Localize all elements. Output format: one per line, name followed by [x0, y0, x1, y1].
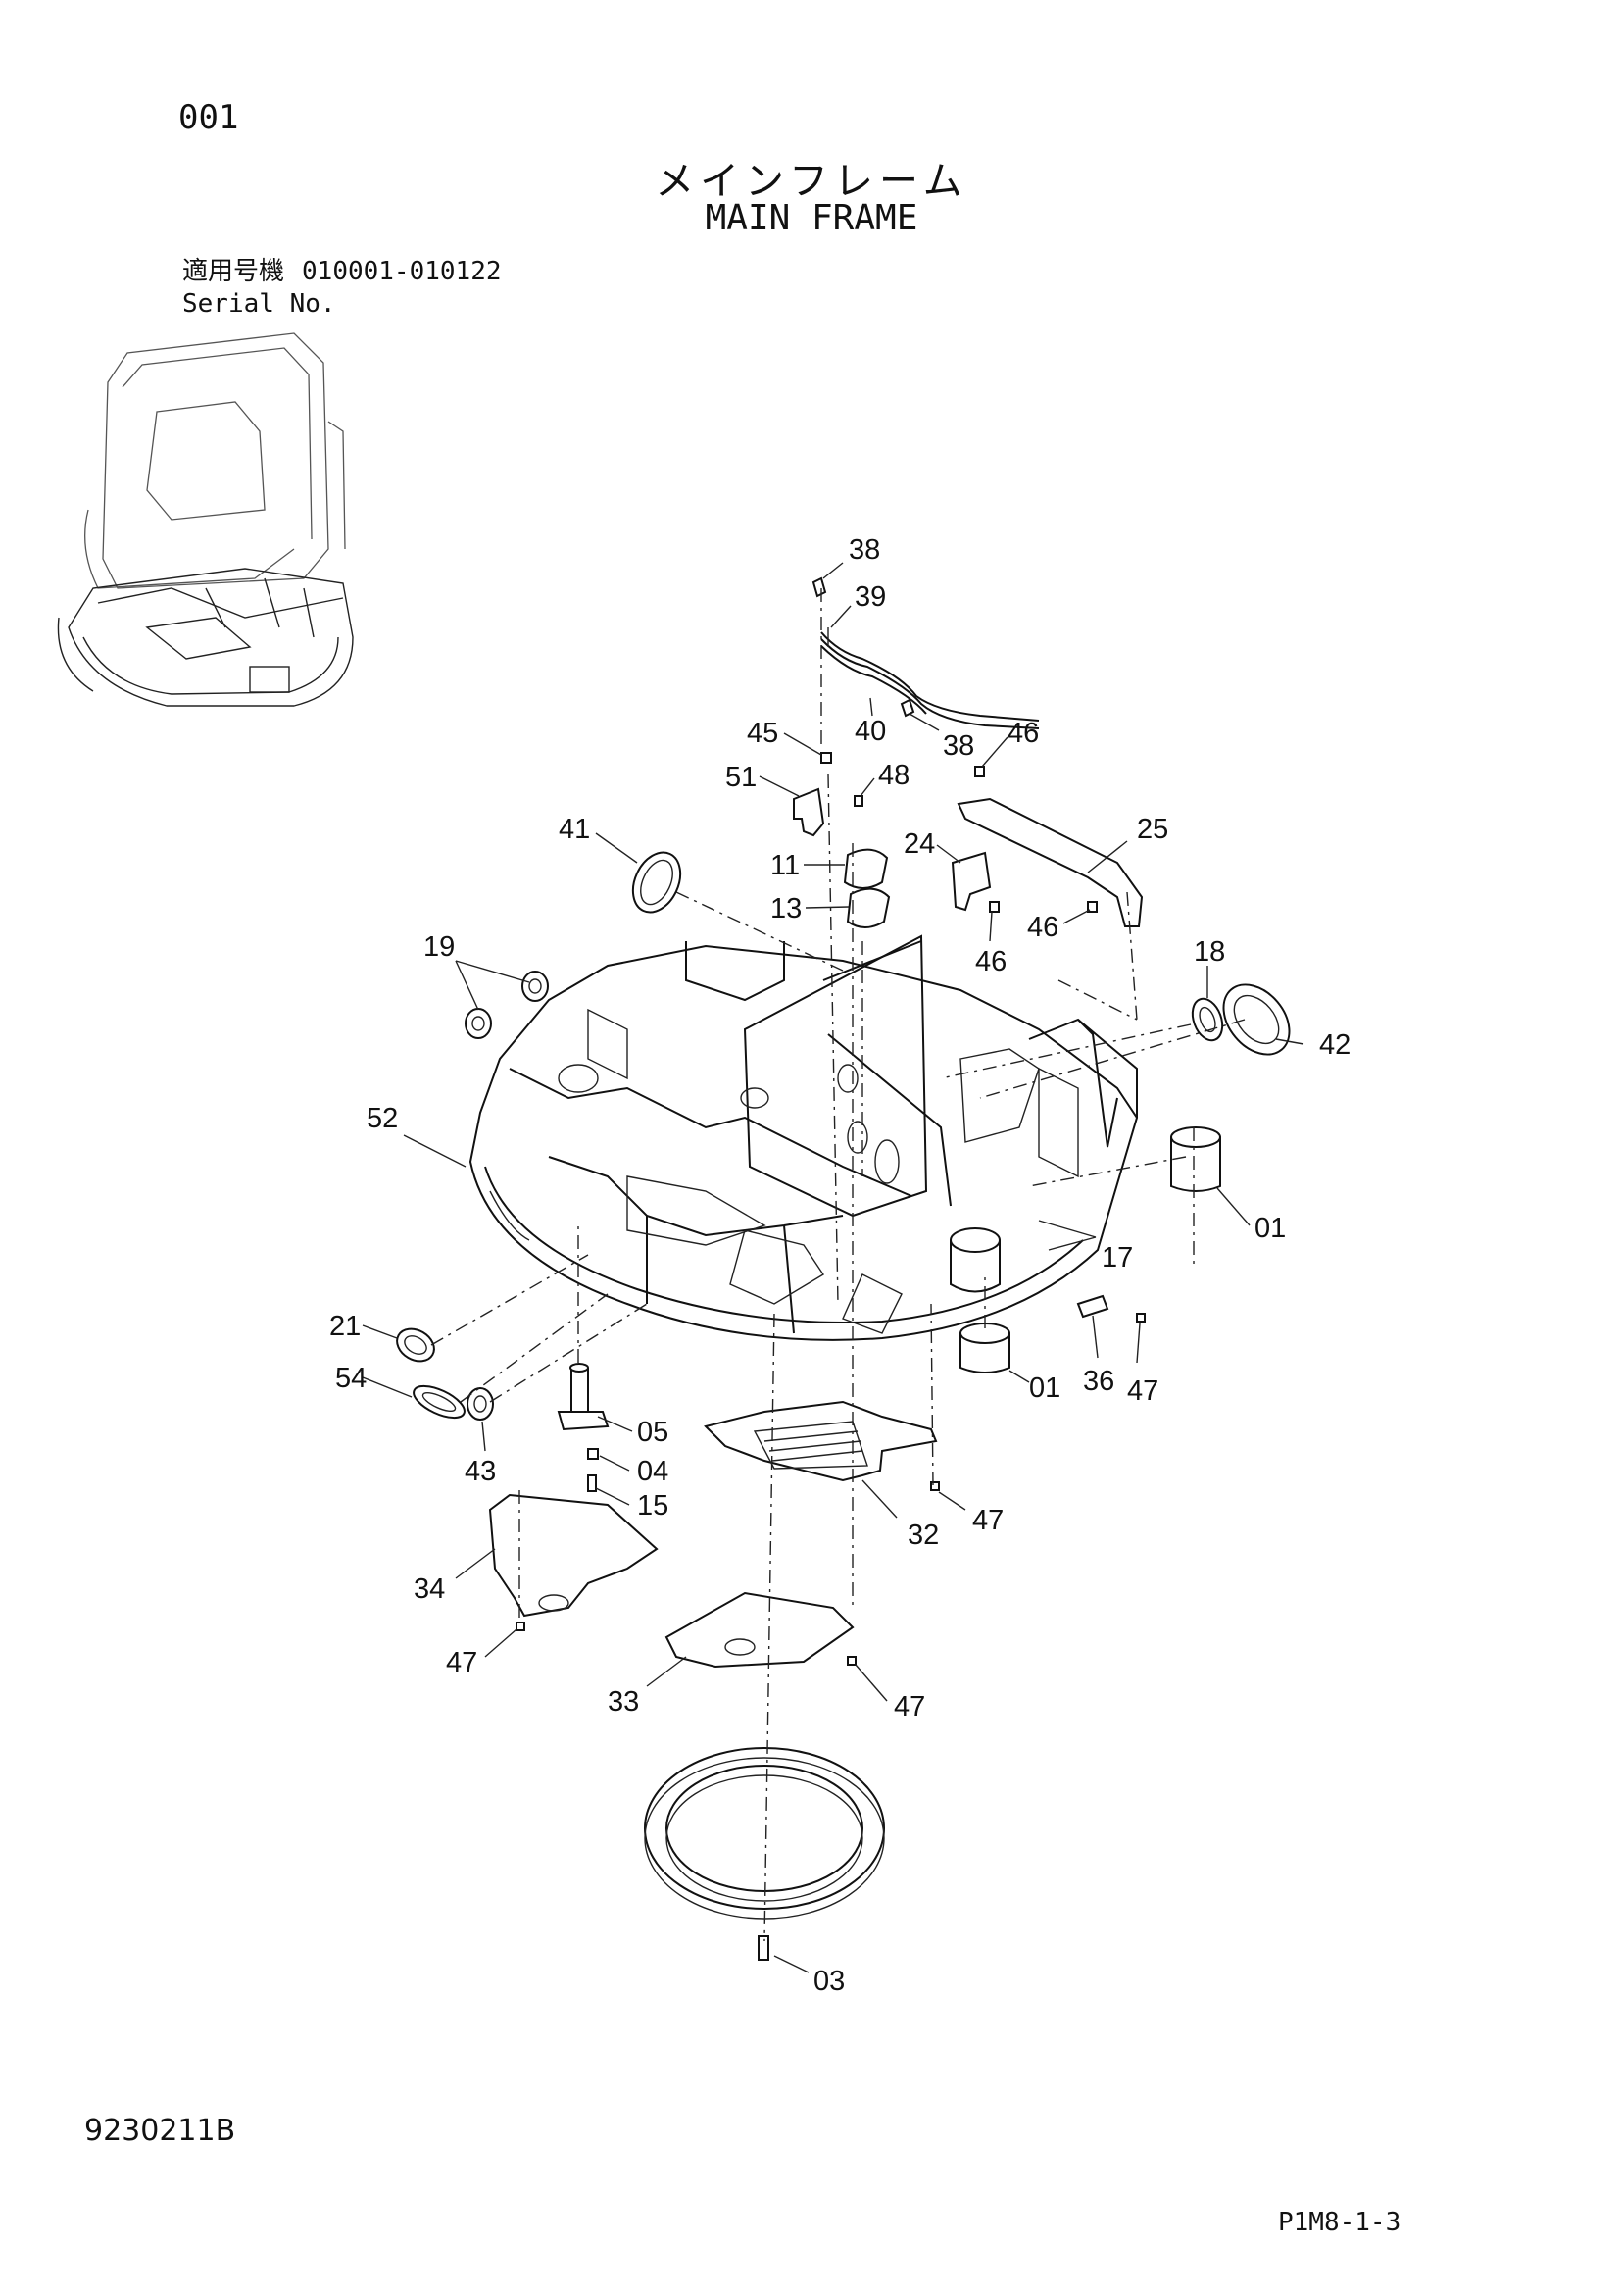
callout-40: 40 [855, 716, 886, 747]
part-bolt-47c [516, 1622, 525, 1631]
serial-info: 適用号機 010001-010122 Serial No. [182, 251, 502, 319]
part-grommet-43 [467, 1387, 494, 1421]
callout-01-a: 01 [1254, 1213, 1286, 1244]
part-undercover-32 [704, 1400, 938, 1482]
callout-46-c: 46 [975, 946, 1007, 977]
part-bushing-01a [1170, 1126, 1221, 1192]
part-nut-04 [587, 1448, 599, 1460]
callout-18: 18 [1194, 936, 1225, 968]
assembly-guide-lines [430, 588, 1246, 1942]
title-japanese: メインフレーム [655, 159, 968, 204]
part-bolt-46c [1087, 901, 1098, 913]
callout-47-a: 47 [1127, 1375, 1158, 1407]
callout-39: 39 [855, 581, 886, 613]
part-grommet-54 [413, 1384, 466, 1420]
part-swing-bearing [644, 1747, 885, 1920]
callout-47-c: 47 [446, 1647, 477, 1678]
callout-05: 05 [637, 1417, 668, 1448]
callout-47-b: 47 [972, 1505, 1004, 1536]
part-grommet-41 [631, 851, 682, 914]
callout-03: 03 [813, 1966, 845, 1997]
callout-38: 38 [849, 534, 880, 566]
title-english: MAIN FRAME [705, 198, 918, 238]
part-grommets-19 [465, 971, 549, 1039]
machine-overview-illustration [57, 332, 354, 707]
part-plate-13 [846, 887, 891, 928]
callout-48: 48 [878, 760, 910, 791]
callout-46-b: 46 [1027, 912, 1058, 943]
part-pin-05 [557, 1363, 610, 1431]
page-reference: P1M8-1-3 [1278, 2208, 1402, 2237]
callout-38-b: 38 [943, 730, 974, 762]
part-bolt-15 [587, 1474, 597, 1492]
serial-label-english: Serial No. [182, 289, 336, 319]
part-bolt-47d [847, 1656, 857, 1666]
callout-33: 33 [608, 1686, 639, 1718]
part-bolt-46a [974, 766, 985, 777]
part-bracket-51 [793, 787, 825, 837]
callout-51: 51 [725, 762, 757, 793]
document-code: 9230211B [84, 2114, 236, 2148]
serial-label-japanese: 適用号機 [182, 257, 285, 286]
serial-range: 010001-010122 [302, 257, 502, 286]
part-grommet-42 [1222, 983, 1291, 1056]
part-bolt-03 [758, 1935, 769, 1961]
part-bolt-45 [820, 752, 832, 764]
callout-21: 21 [329, 1311, 361, 1342]
part-bushing-01b [959, 1323, 1010, 1373]
part-bolt-47a [1136, 1313, 1146, 1323]
part-clip-38b [900, 698, 915, 718]
callout-46-a: 46 [1008, 718, 1039, 749]
callout-24: 24 [904, 828, 935, 860]
part-bracket-24 [951, 851, 992, 912]
page-number: 001 [178, 98, 239, 137]
callout-36: 36 [1083, 1366, 1114, 1397]
callout-42: 42 [1319, 1029, 1351, 1061]
part-cover-34 [488, 1493, 659, 1618]
callout-47-d: 47 [894, 1691, 925, 1722]
part-bolt-46b [989, 901, 1000, 913]
callout-labels: 38 39 40 38 45 46 51 48 41 24 25 11 13 4… [329, 534, 1351, 1997]
part-plate-11 [843, 848, 889, 889]
callout-15: 15 [637, 1490, 668, 1522]
part-wire-harness [820, 627, 1040, 729]
callout-04: 04 [637, 1456, 668, 1487]
leader-lines [362, 562, 1304, 1973]
part-grommet-21 [396, 1327, 435, 1363]
part-plate-36 [1076, 1294, 1109, 1319]
callout-41: 41 [559, 814, 590, 845]
part-bolt-48 [854, 795, 863, 807]
part-grommet-18 [1191, 997, 1224, 1042]
callout-01-b: 01 [1029, 1373, 1060, 1404]
callout-13: 13 [770, 893, 802, 924]
callout-32: 32 [908, 1520, 939, 1551]
callout-34: 34 [414, 1573, 445, 1605]
part-bolt-47b [930, 1481, 940, 1491]
callout-43: 43 [465, 1456, 496, 1487]
callout-25: 25 [1137, 814, 1168, 845]
callout-54: 54 [335, 1363, 367, 1394]
callout-45: 45 [747, 718, 778, 749]
part-main-frame [468, 934, 1139, 1341]
callout-52: 52 [367, 1103, 398, 1134]
part-cover-25 [957, 797, 1144, 927]
callout-19: 19 [423, 931, 455, 963]
callout-11: 11 [770, 850, 800, 881]
part-cover-33 [664, 1591, 855, 1669]
part-clip-38 [812, 576, 827, 598]
callout-17: 17 [1102, 1242, 1133, 1273]
